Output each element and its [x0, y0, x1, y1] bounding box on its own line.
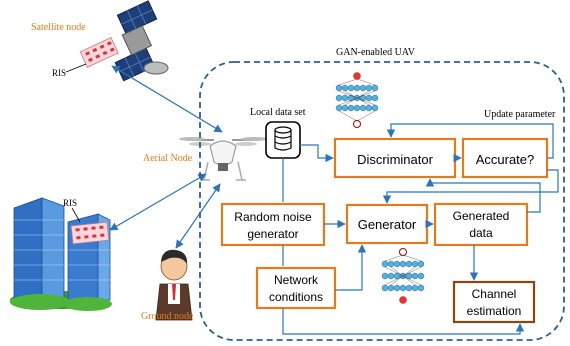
- generated-data-box: [433, 202, 529, 247]
- ris-panel-satellite-icon: [79, 37, 119, 68]
- channel-estimation-text-2: estimation: [467, 304, 522, 318]
- arrow-network-to-generator: [335, 244, 367, 291]
- satellite-node-label: Satellite node: [31, 22, 86, 33]
- arrow-accurate-to-generator: [382, 169, 559, 204]
- drone-icon: [179, 137, 267, 181]
- person-icon: [155, 249, 193, 321]
- random-noise-generator-box: [220, 202, 326, 247]
- database-icon: [265, 121, 301, 159]
- arrow-bottom-to-channel: [282, 308, 525, 335]
- network-conditions-box: [255, 266, 337, 310]
- buildings-icon: [10, 197, 112, 311]
- generator-box: [345, 203, 429, 245]
- gan-uav-frame: [199, 61, 565, 341]
- generator-text: Generator: [358, 217, 417, 232]
- neural-network-icon-bottom: [381, 248, 425, 304]
- channel-estimation-text-1: Channel: [472, 287, 517, 301]
- neural-network-icon-top: [335, 72, 379, 128]
- ris-satellite-label: RIS: [52, 68, 66, 78]
- discriminator-box: [333, 137, 457, 179]
- network-conditions-text-1: Network: [274, 273, 319, 287]
- local-data-set-label: Local data set: [250, 107, 306, 118]
- generated-data-text-1: Generated: [453, 209, 510, 223]
- generated-data-text-2: data: [469, 226, 493, 240]
- ground-node-label: Ground node: [141, 311, 194, 322]
- accurate-box: [461, 137, 549, 179]
- aerial-node-label: Aerial Node: [143, 153, 193, 164]
- accurate-text: Accurate?: [476, 152, 535, 167]
- arrow-generated-to-discriminator: [425, 178, 541, 213]
- random-noise-text-2: generator: [247, 227, 298, 241]
- update-parameter-label: Update parameter: [484, 109, 556, 120]
- ris-panel-building-icon: [70, 221, 110, 245]
- gan-uav-title: GAN-enabled UAV: [336, 47, 416, 58]
- arrow-update-parameter: [386, 123, 554, 159]
- sat-drone-link: [111, 65, 223, 133]
- discriminator-text: Discriminator: [357, 152, 434, 167]
- arrow-data-to-discriminator: [300, 144, 334, 163]
- drone-building-link: [109, 173, 207, 231]
- channel-estimation-box: [452, 280, 536, 324]
- drone-ground-link: [175, 183, 221, 249]
- random-noise-text-1: Random noise: [234, 210, 312, 224]
- ris-building-label: RIS: [63, 198, 77, 208]
- network-conditions-text-2: conditions: [269, 290, 323, 304]
